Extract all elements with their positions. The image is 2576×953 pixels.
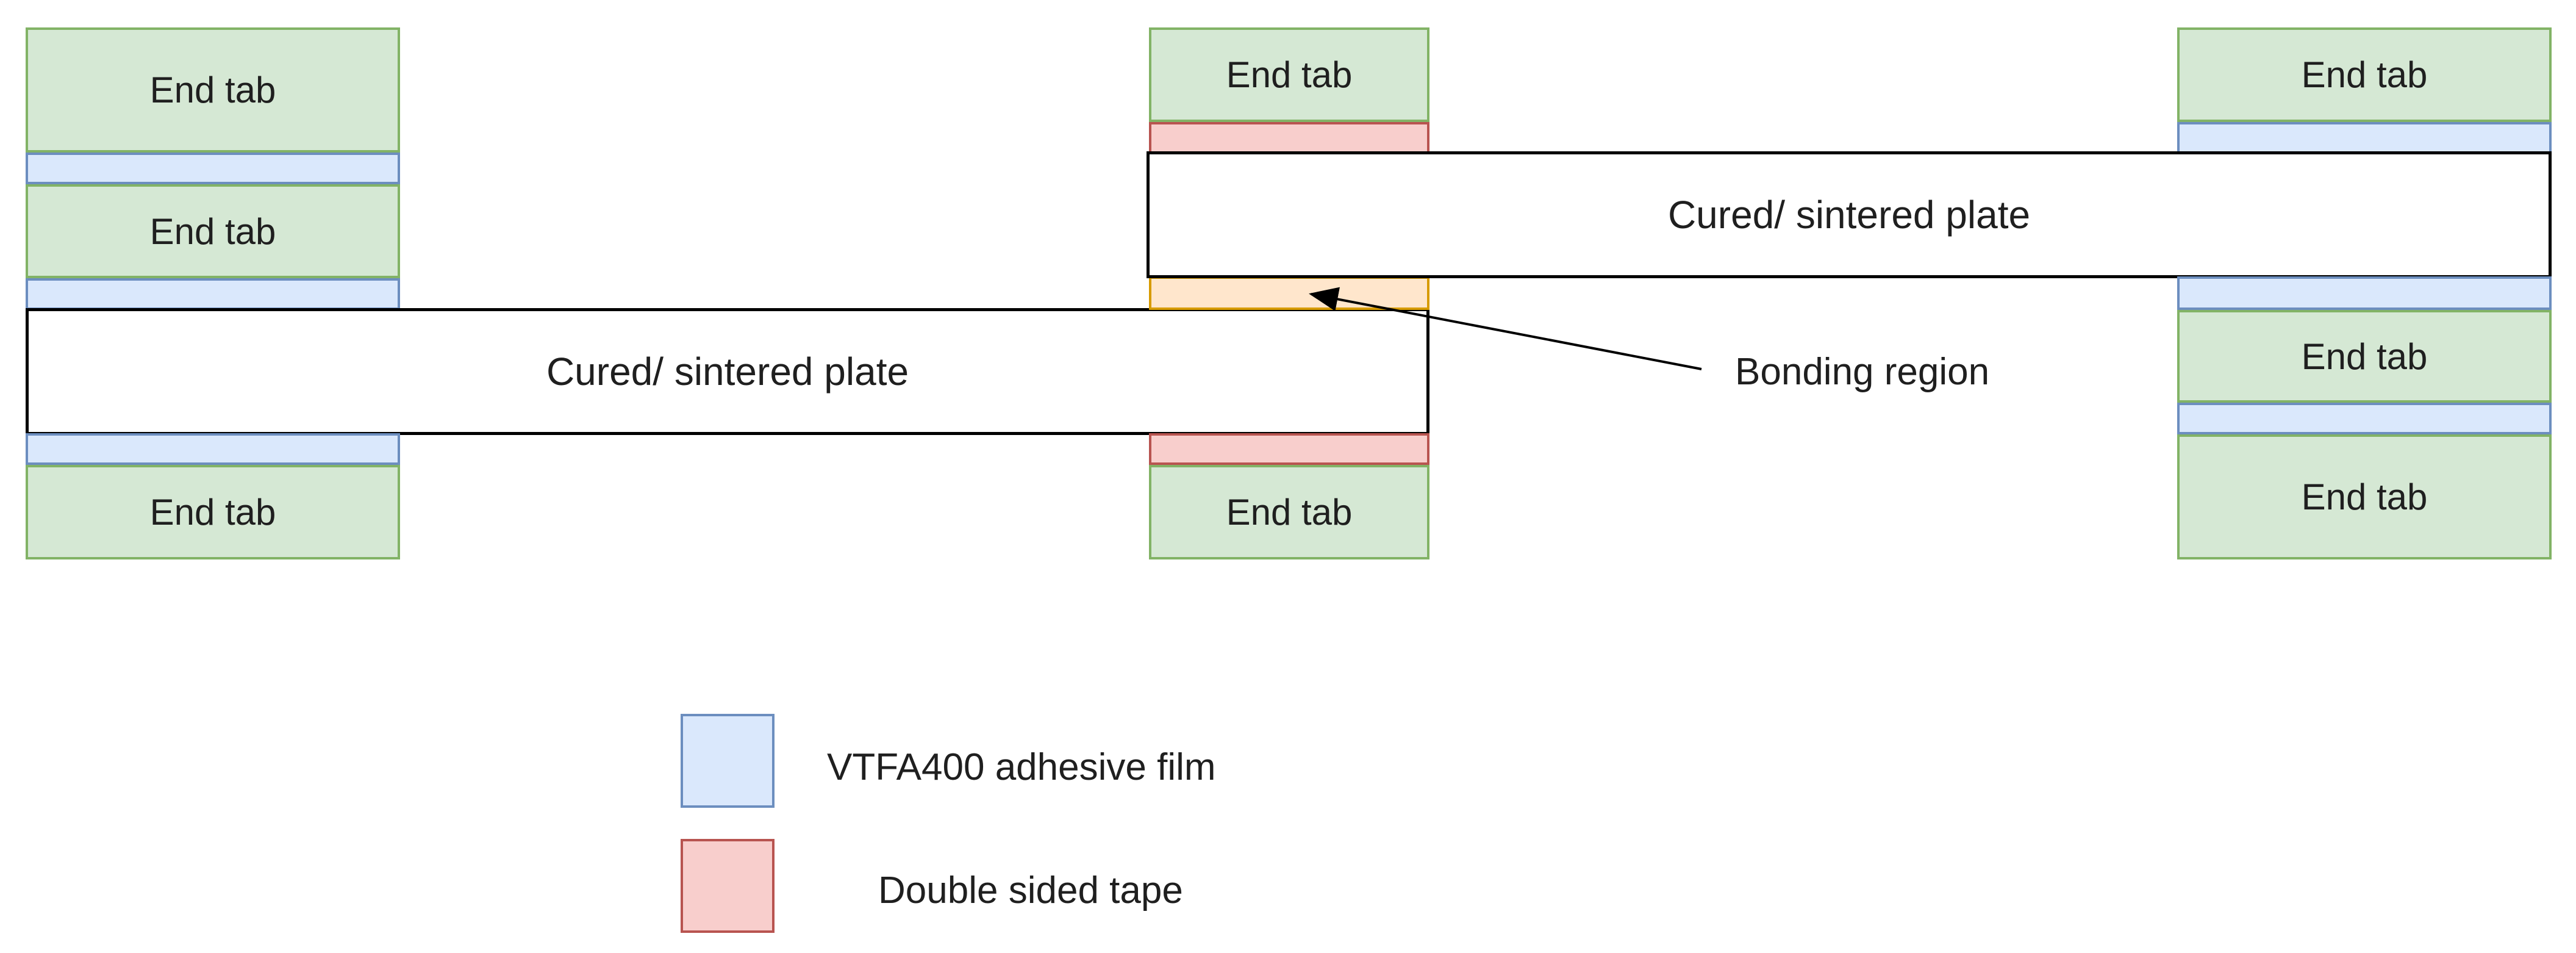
right-end-tab-bottom-1: End tab: [2177, 310, 2552, 403]
right-end-tab-bottom-2: End tab: [2177, 434, 2552, 559]
legend-label-double-sided-tape: Double sided tape: [878, 869, 1183, 912]
left-plate: Cured/ sintered plate: [26, 308, 1429, 435]
bonding-arrow-line: [1309, 287, 1702, 370]
legend-swatch-double-sided-tape: [681, 839, 775, 933]
middle-end-tab-top: End tab: [1149, 27, 1429, 122]
legend-swatch-adhesive-film: [681, 714, 775, 808]
right-adhesive-film-2: [2177, 276, 2552, 310]
end-tab-label: End tab: [149, 492, 276, 533]
plate-label: Cured/ sintered plate: [546, 350, 909, 394]
middle-end-tab-bottom: End tab: [1149, 465, 1429, 559]
end-tab-label: End tab: [2301, 54, 2428, 95]
right-plate: Cured/ sintered plate: [1147, 151, 2552, 278]
end-tab-label: End tab: [2301, 336, 2428, 377]
left-end-tab-top-1: End tab: [26, 27, 400, 153]
bonding-region-label: Bonding region: [1735, 351, 1990, 393]
right-end-tab-top: End tab: [2177, 27, 2552, 122]
legend-label-adhesive-film: VTFA400 adhesive film: [827, 746, 1216, 788]
left-adhesive-film-1: [26, 153, 400, 184]
end-tab-label: End tab: [1226, 492, 1353, 533]
end-tab-label: End tab: [1226, 54, 1353, 95]
middle-tape-bottom: [1149, 433, 1429, 465]
left-adhesive-film-3: [26, 433, 400, 465]
end-tab-label: End tab: [149, 210, 276, 252]
plate-label: Cured/ sintered plate: [1667, 193, 2031, 237]
right-adhesive-film-3: [2177, 403, 2552, 434]
left-end-tab-bottom: End tab: [26, 465, 400, 559]
end-tab-label: End tab: [149, 70, 276, 110]
end-tab-label: End tab: [2301, 476, 2428, 517]
left-end-tab-top-2: End tab: [26, 184, 400, 278]
